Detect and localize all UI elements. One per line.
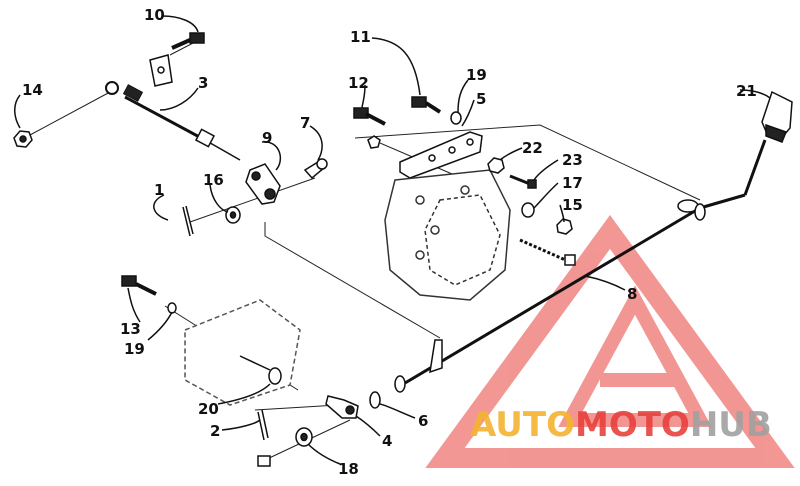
cotter-pin-2 [257,409,269,441]
callout-14: 14 [22,81,43,99]
callout-13: 13 [120,320,141,338]
callout-20: 20 [198,400,219,418]
washer-19-lower [167,302,177,314]
callout-12: 12 [348,74,369,92]
bolt-11 [411,96,442,114]
callout-18: 18 [338,460,359,478]
knob-21 [761,90,793,143]
washer-16 [225,206,241,224]
watermark-hub: HUB [690,405,772,445]
long-bolt [519,238,576,266]
callout-19-upper: 19 [466,66,487,84]
rod-end-4 [325,395,359,419]
nut-22 [487,157,505,174]
rod-3 [105,81,241,161]
lever-9 [245,163,281,205]
callout-10: 10 [144,6,165,24]
nut-14 [13,130,33,148]
pin-bottom [257,455,271,467]
engine-housing [384,169,511,301]
callout-1: 1 [154,181,164,199]
bracket-upper-left [149,54,173,87]
callout-15: 15 [562,196,583,214]
spacer-20 [239,355,282,385]
bolt-12 [353,107,386,126]
callout-11: 11 [350,28,371,46]
bolt-10 [171,32,205,50]
callout-5: 5 [476,90,486,108]
callout-7: 7 [300,114,310,132]
washer-18 [295,427,313,447]
watermark-logo [425,215,795,468]
callout-2: 2 [210,422,220,440]
watermark-text: AUTOMOTOHUB [470,405,772,445]
washer-17 [521,202,535,218]
callout-8: 8 [627,285,637,303]
watermark-auto: AUTO [470,405,575,445]
bracket-housing [184,299,301,406]
bolt-13 [121,275,157,296]
cotter-pin-1 [182,205,194,237]
callout-16: 16 [203,171,224,189]
callout-labels: 10 3 14 9 7 1 16 11 19 5 12 22 23 17 15 … [22,6,757,478]
plate-5 [399,131,483,179]
callout-leaders [14,15,771,465]
callout-23: 23 [562,151,583,169]
bolt-23 [509,174,537,189]
callout-21: 21 [736,82,757,100]
washer-19-upper [450,111,462,125]
watermark-part-auto: AUTOMOTOHUB [470,405,772,445]
nut-small [367,135,381,149]
callout-3: 3 [198,74,208,92]
watermark-moto: MOTO [575,405,690,445]
callout-4: 4 [382,432,392,450]
rod-8 [394,139,767,393]
callout-6: 6 [418,412,428,430]
callout-22: 22 [522,139,543,157]
callout-19-lower: 19 [124,340,145,358]
pin-7 [303,158,328,180]
callout-9: 9 [262,129,272,147]
callout-17: 17 [562,174,583,192]
washer-6 [369,391,381,409]
